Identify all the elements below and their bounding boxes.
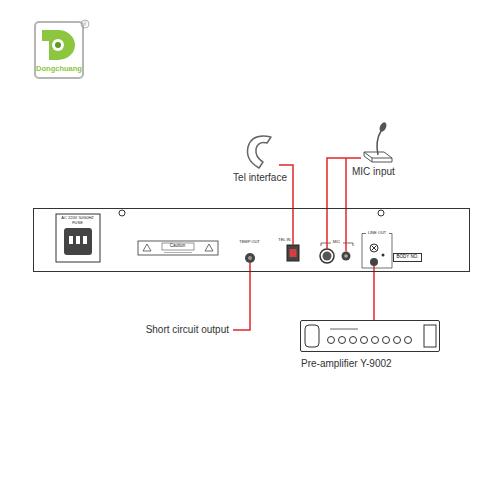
pre-amplifier-face — [405, 337, 412, 344]
logo-mark — [55, 42, 61, 48]
pre-amplifier-face — [330, 328, 358, 330]
panel-text: MIC — [333, 240, 340, 244]
microphone-icon — [364, 121, 392, 162]
mic-jacks — [320, 249, 334, 263]
panel-text: LINE OUT — [368, 231, 386, 235]
line-out-jacks — [362, 234, 392, 269]
pre-amplifier-face — [424, 325, 436, 347]
mic-jacks — [320, 243, 353, 263]
logo-mark — [35, 22, 83, 78]
panel-text: Caution — [170, 244, 186, 249]
panel-text: FUSE — [72, 221, 83, 225]
power-socket — [64, 228, 92, 255]
power-socket — [56, 214, 100, 262]
power-socket — [83, 236, 87, 244]
callout-label: Short circuit output — [146, 324, 229, 335]
leader-line — [233, 263, 250, 330]
callout-label: Tel interface — [233, 172, 287, 183]
device-caption: Pre-amplifier Y-9002 — [301, 359, 392, 369]
caution-label — [138, 241, 218, 255]
registered-mark: ® — [83, 22, 87, 28]
temp-out-jack — [245, 253, 255, 263]
temp-out-jack — [245, 253, 255, 263]
caution-label — [138, 241, 218, 255]
line-out-jacks — [382, 254, 385, 257]
body-number-box: BODY NO. — [393, 253, 423, 263]
leader-line — [345, 158, 347, 252]
signal-wire — [373, 272, 375, 320]
line-out-jacks — [370, 258, 378, 266]
pre-amplifier-face — [361, 337, 368, 344]
line-out-jacks — [370, 244, 378, 252]
callout-label: MIC input — [352, 166, 395, 177]
logo-mark — [81, 20, 89, 28]
panel-screw — [119, 210, 125, 216]
mic-jacks — [344, 254, 348, 258]
mic-jacks — [323, 252, 332, 261]
tel-in-jack — [287, 245, 299, 261]
power-socket — [76, 236, 80, 244]
caution-label — [164, 252, 192, 253]
mic-jacks — [342, 252, 351, 261]
pre-amplifier-face — [350, 337, 357, 344]
panel-text: BODY NO. — [397, 254, 419, 259]
pre-amplifier-box: Pre-amplifier Y-9002 — [300, 320, 440, 352]
panel-text: AC 220V 50/60HZ — [61, 216, 93, 220]
pre-amplifier-face — [305, 325, 436, 347]
panel-text: TEMP OUT — [239, 240, 260, 244]
line-out-jacks — [362, 234, 392, 269]
panel-text: TEL IN — [278, 238, 290, 242]
caution-label — [162, 243, 194, 250]
temp-out-jack — [248, 256, 252, 260]
telephone-icon — [247, 136, 271, 168]
telephone-icon — [247, 136, 271, 168]
logo-mark — [35, 20, 89, 78]
microphone-icon — [378, 121, 388, 133]
pre-amplifier-face — [383, 337, 390, 344]
tel-in-jack — [290, 249, 297, 257]
pre-amplifier-face — [305, 325, 319, 347]
caution-label — [143, 244, 213, 251]
power-socket — [69, 236, 73, 244]
leader-line — [233, 158, 374, 330]
pre-amplifier-face — [328, 337, 335, 344]
panel-screw — [378, 210, 384, 216]
rear-panel: AC 220V 50/60HZFUSE Caution TEMP OUT TEL IN… — [33, 208, 470, 272]
tel-in-jack — [287, 245, 299, 261]
pre-amplifier-face — [394, 337, 401, 344]
panel-screw — [119, 210, 384, 216]
logo-mark — [42, 30, 75, 60]
brand-name: Dongchuang — [36, 65, 82, 73]
line-out-jacks — [372, 246, 377, 251]
logo-mark — [52, 39, 64, 51]
pre-amplifier-face — [339, 337, 346, 344]
pre-amplifier-face — [372, 337, 379, 344]
microphone-icon — [377, 131, 381, 155]
power-socket — [56, 214, 100, 262]
